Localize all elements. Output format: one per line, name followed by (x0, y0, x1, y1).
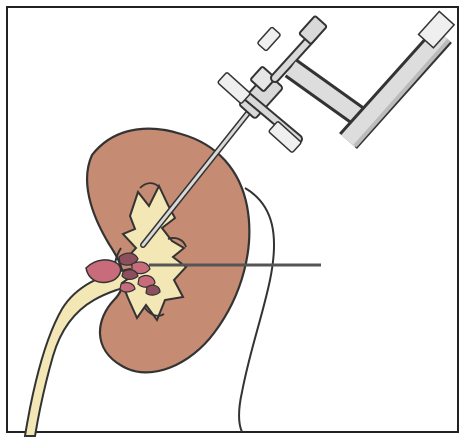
stone-fragment (146, 285, 160, 295)
stone-fragment (120, 283, 135, 292)
stone-fragment (122, 270, 138, 280)
